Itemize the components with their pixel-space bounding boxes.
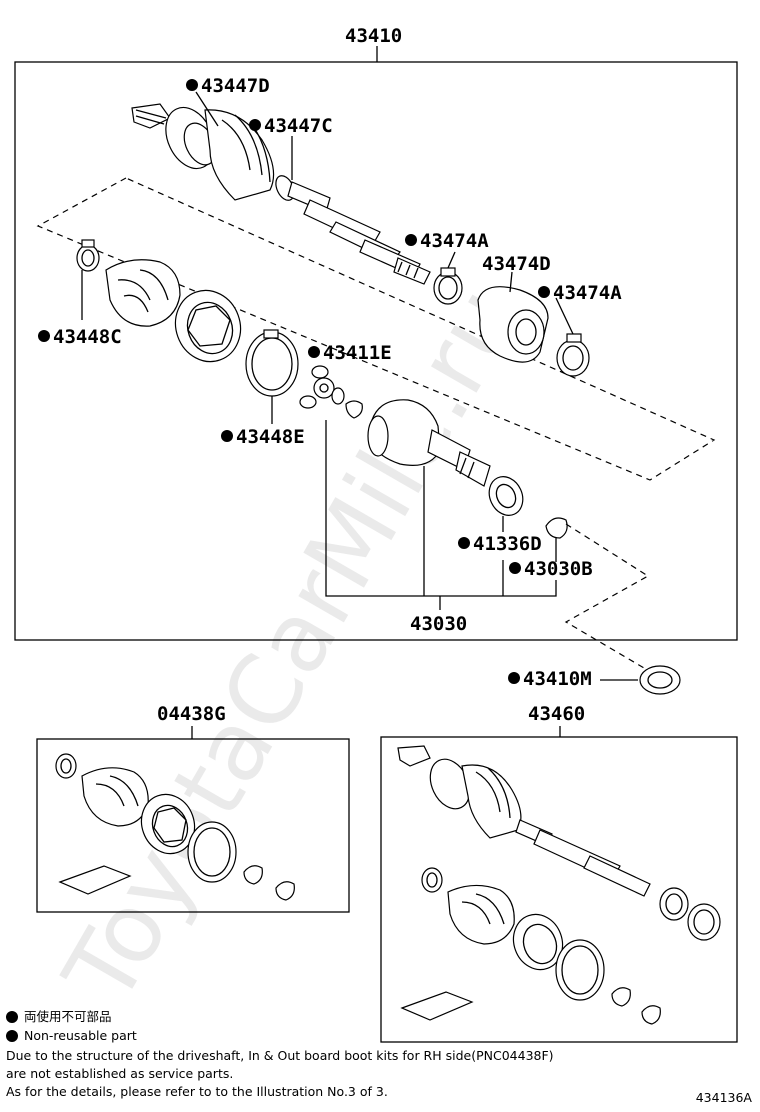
label-43410M: 43410M — [523, 668, 592, 690]
bracket-43030 — [325, 420, 557, 597]
damper — [477, 286, 549, 363]
label-43411E: 43411E — [323, 342, 392, 364]
bearing-leader-dashed — [564, 523, 650, 669]
label-43410: 43410 — [345, 25, 402, 47]
rh-shaft-assembly — [397, 745, 721, 1025]
damper-clamp-1 — [433, 267, 463, 305]
boot-kit-group-outline — [36, 177, 716, 481]
legend-japanese: 両使用不可部品 — [24, 1009, 112, 1024]
inboard-boot — [105, 259, 181, 327]
inboard-boot-ring — [174, 289, 242, 363]
damper-clamp-2 — [556, 333, 590, 377]
label-43448E: 43448E — [236, 426, 305, 448]
label-43474A-1: 43474A — [420, 230, 489, 252]
inboard-joint — [367, 399, 491, 487]
label-43474A-2: 43474A — [553, 282, 622, 304]
legend-english: Non-reusable part — [24, 1028, 137, 1043]
inboard-boot-small-clamp — [76, 239, 100, 272]
figure-id: 434136A — [695, 1090, 752, 1105]
label-43460: 43460 — [528, 703, 585, 725]
label-43474D: 43474D — [482, 253, 551, 275]
tripod-snap-ring — [345, 400, 363, 419]
label-43448C: 43448C — [53, 326, 122, 348]
label-43447D: 43447D — [201, 75, 270, 97]
legend-dot-1 — [6, 1011, 18, 1023]
dust-deflector — [488, 476, 524, 516]
footnote-line-3: As for the details, please refer to to t… — [6, 1084, 388, 1099]
label-43030: 43030 — [410, 613, 467, 635]
boot-kit-parts — [55, 753, 295, 901]
label-41336D: 41336D — [473, 533, 542, 555]
rh-shaft-frame — [380, 736, 738, 1043]
outboard-joint-shaft — [131, 103, 431, 285]
label-04438G: 04438G — [157, 703, 226, 725]
footnote-line-1: Due to the structure of the driveshaft, … — [6, 1048, 554, 1063]
inboard-boot-large-clamp — [245, 329, 299, 397]
label-43030B: 43030B — [524, 558, 593, 580]
assembly-frame — [14, 61, 738, 641]
snap-ring — [545, 517, 568, 539]
legend-dot-2 — [6, 1030, 18, 1042]
bearing — [639, 665, 681, 695]
tripod — [299, 365, 345, 409]
label-43447C: 43447C — [264, 115, 333, 137]
boot-kit-frame — [36, 738, 350, 913]
footnote-line-2: are not established as service parts. — [6, 1066, 234, 1081]
